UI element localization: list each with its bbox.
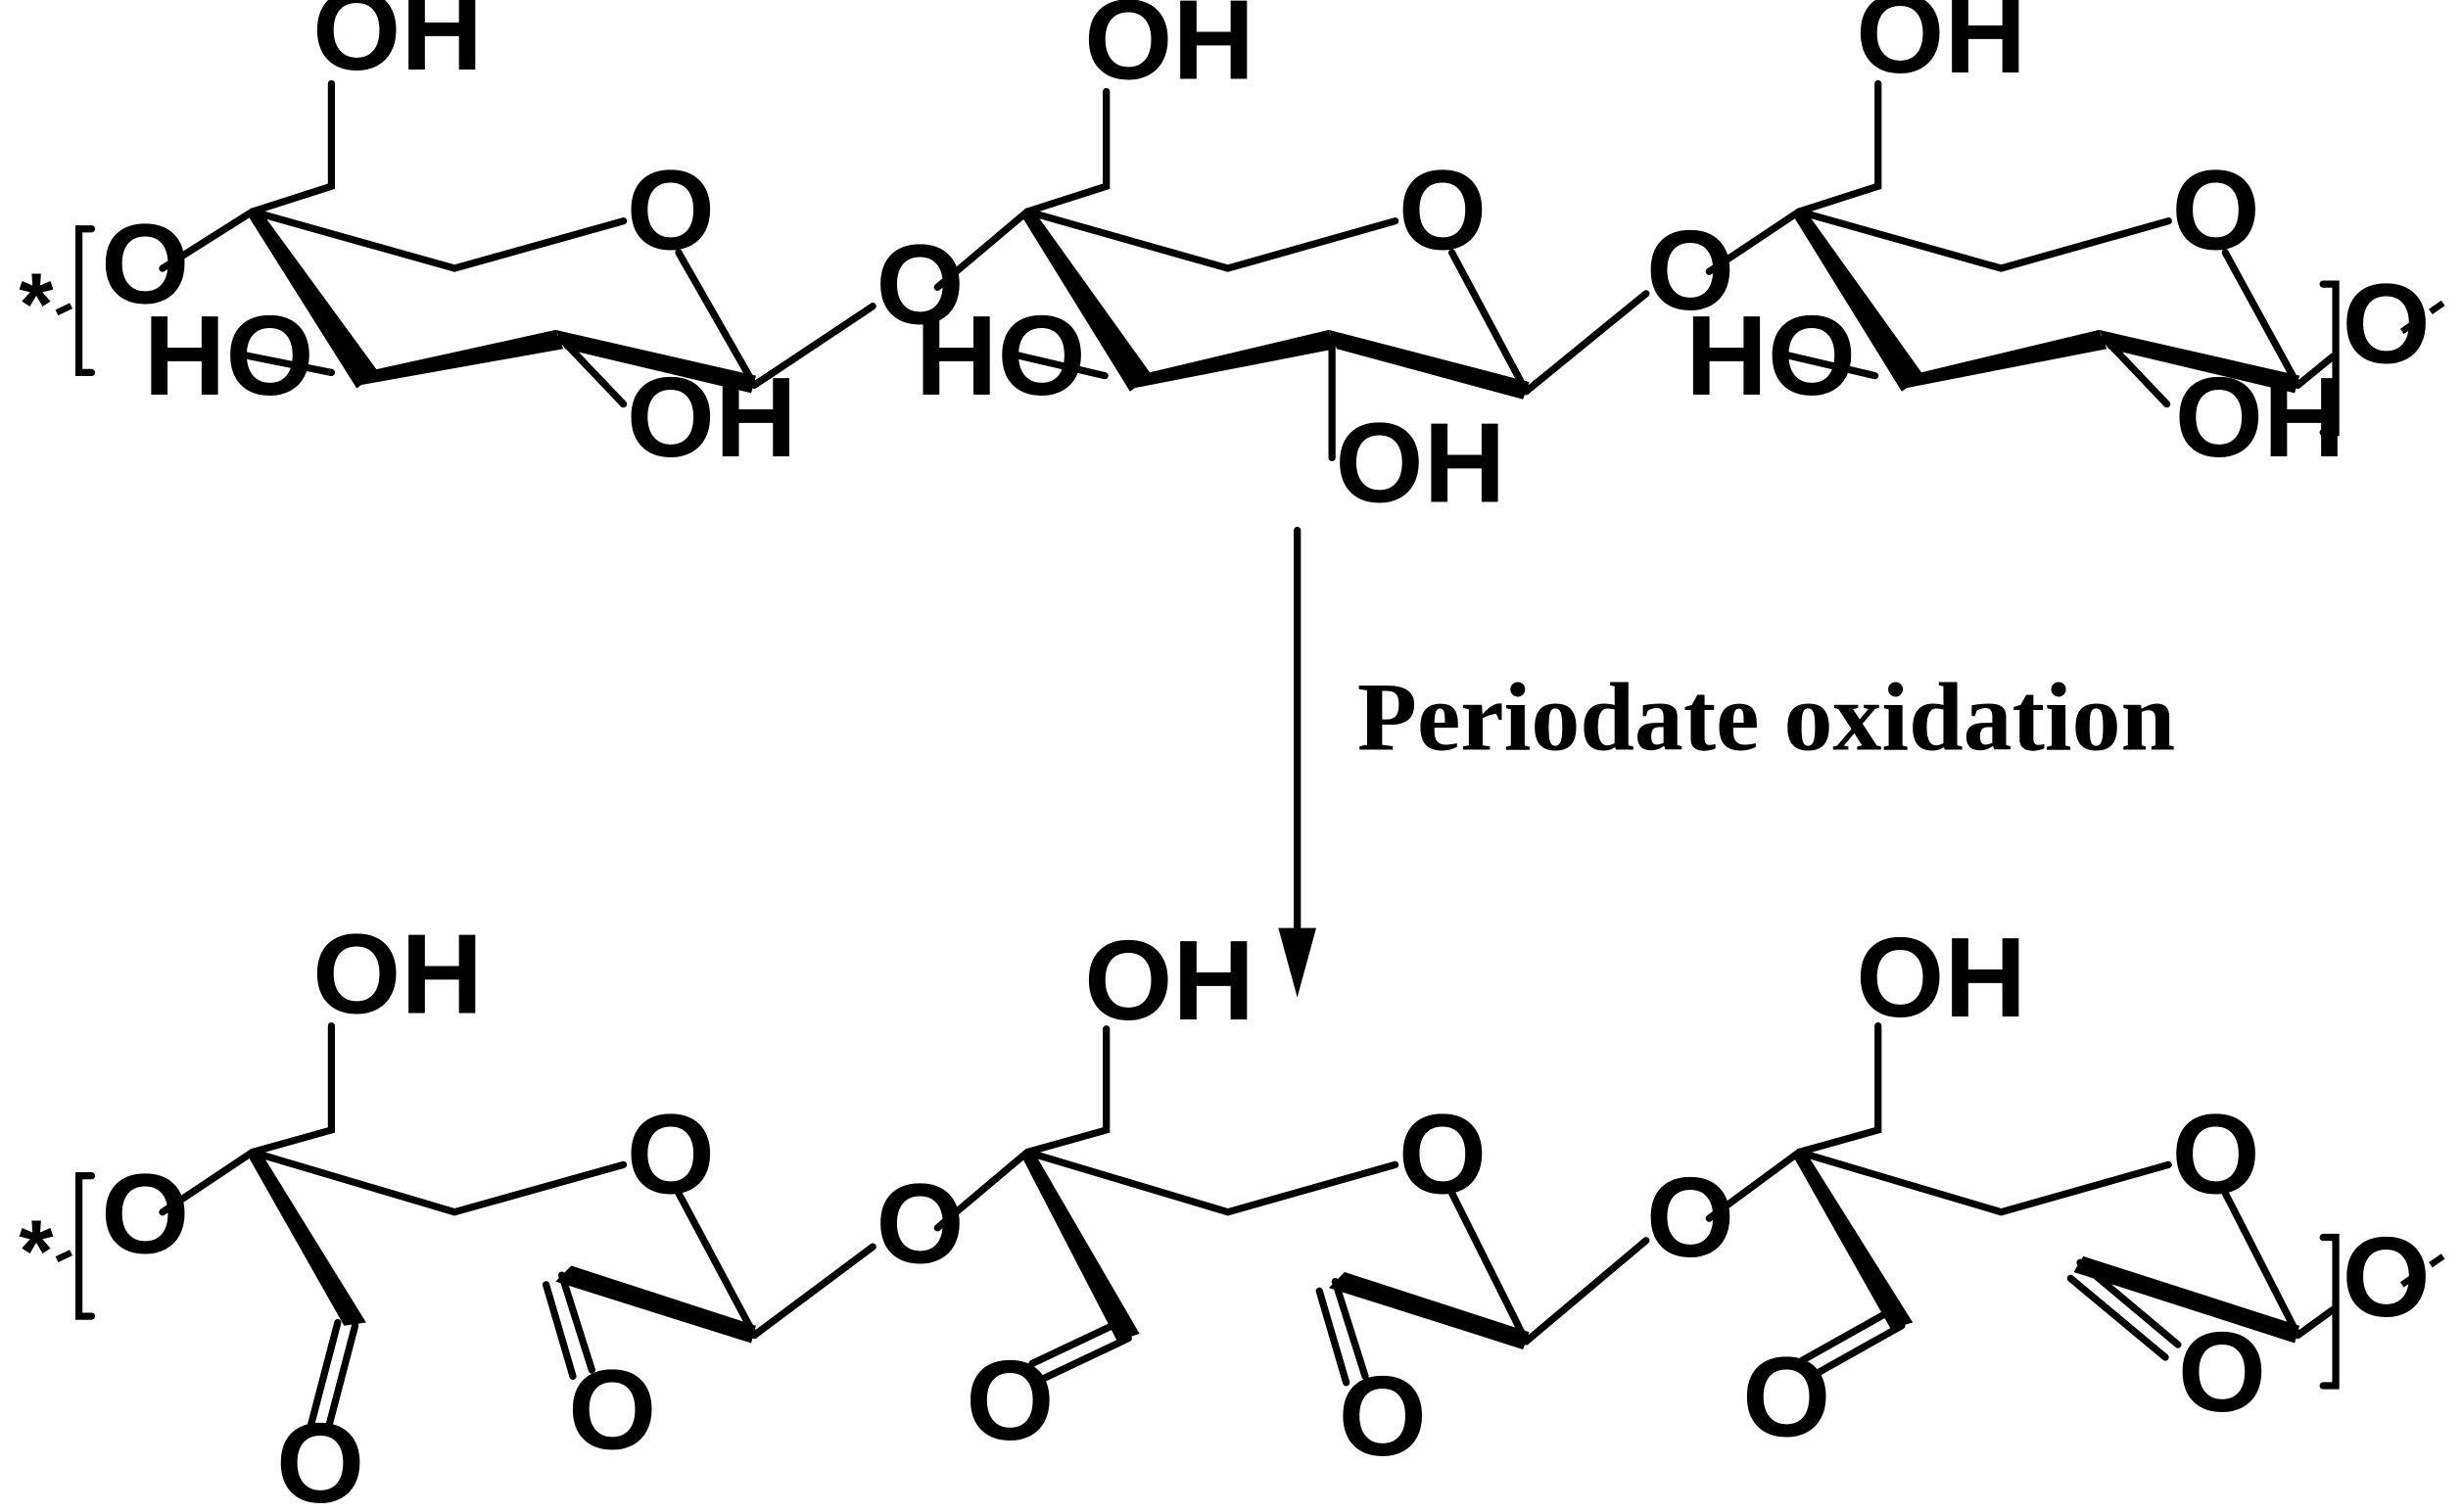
svg-text:O: O [101, 1151, 189, 1278]
chain-end-dash-right [2399, 300, 2445, 335]
svg-text:O: O [2178, 1308, 2266, 1436]
svg-text:OH: OH [1084, 0, 1255, 104]
svg-text:O: O [1339, 1352, 1427, 1480]
svg-text:O: O [2171, 147, 2259, 274]
chain-end-star-left: * [19, 1203, 54, 1301]
svg-text:O: O [966, 1337, 1054, 1464]
bracket-right-top [2319, 280, 2340, 437]
svg-text:O: O [1398, 147, 1487, 274]
svg-text:O: O [2343, 1213, 2431, 1341]
bracket-right-bottom [2319, 1233, 2340, 1390]
atom-O-glycosidic: O [876, 220, 964, 348]
svg-text:HO: HO [144, 292, 314, 419]
reagent-label: Periodate oxidation [1357, 663, 2175, 772]
dialdehyde-cellulose-chain: * O OH O O O O [19, 911, 2445, 1512]
dialdehyde-unit-3: OH O O O [1705, 914, 2337, 1461]
svg-text:O: O [568, 1346, 656, 1473]
svg-text:OH: OH [1856, 0, 2026, 97]
svg-text:OH: OH [1084, 917, 1255, 1044]
svg-text:OH: OH [2175, 354, 2345, 481]
svg-text:OH: OH [627, 354, 797, 481]
svg-text:HO: HO [1685, 292, 1856, 419]
svg-text:OH: OH [1335, 400, 1505, 527]
svg-text:OH: OH [1856, 914, 2026, 1041]
dialdehyde-unit-2: OH O O O [933, 917, 1650, 1480]
svg-text:O: O [276, 1399, 364, 1512]
atom-O-terminal: O [2343, 260, 2431, 388]
chain-end-star-left: * [19, 256, 54, 354]
svg-text:O: O [1742, 1334, 1830, 1461]
dialdehyde-unit-1: OH O O O [159, 911, 876, 1512]
arrow-head [1278, 927, 1317, 998]
chain-end-dash-left [55, 295, 89, 316]
svg-text:O: O [627, 147, 715, 274]
glucose-unit-2: OH O HO OH [916, 0, 1650, 527]
glucose-unit-3: OH O HO OH [1685, 0, 2345, 481]
svg-text:OH: OH [312, 0, 483, 94]
reaction-arrow [1278, 526, 1317, 998]
cellulose-chain: * O OH O HO OH O [19, 0, 2445, 527]
atom-O-glycosidic: O [1646, 207, 1734, 334]
svg-text:HO: HO [916, 292, 1086, 419]
svg-text:O: O [1646, 1154, 1734, 1281]
glucose-unit-1: OH O HO OH [144, 0, 876, 481]
bracket-left-bottom [74, 1172, 96, 1320]
svg-text:O: O [627, 1090, 715, 1217]
svg-text:O: O [1398, 1090, 1487, 1217]
svg-text:O: O [876, 1159, 964, 1287]
bracket-left-top [74, 225, 96, 377]
svg-text:OH: OH [312, 911, 483, 1038]
svg-text:O: O [2171, 1090, 2259, 1217]
